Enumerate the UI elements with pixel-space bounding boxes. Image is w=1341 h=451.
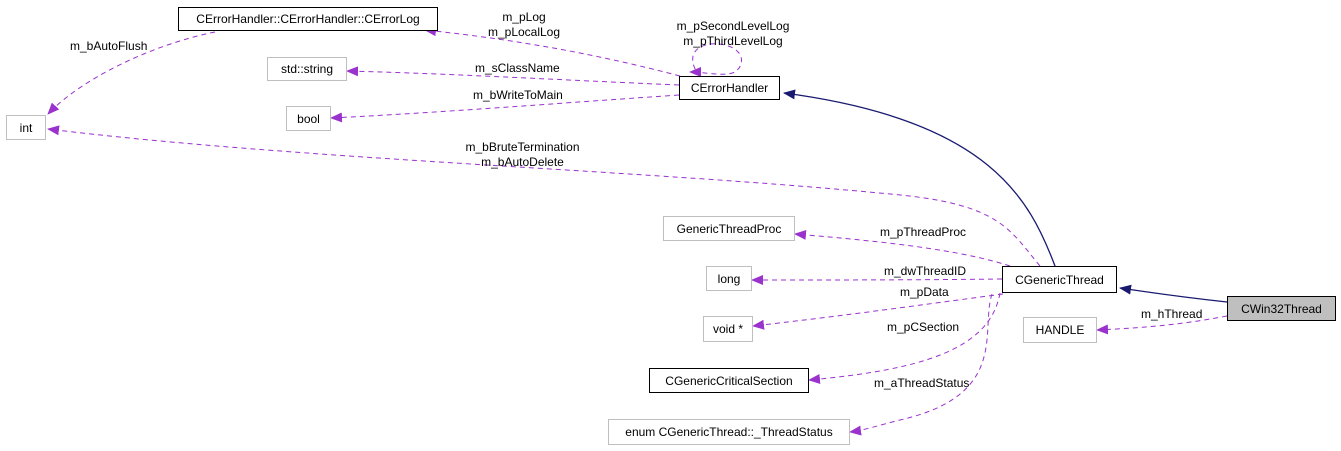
node-cerrorlog[interactable]: CErrorHandler::CErrorHandler::CErrorLog xyxy=(178,7,438,31)
edge-csection xyxy=(808,292,1001,384)
edge-hthread xyxy=(1096,315,1228,335)
label-brute: m_bBruteTermination m_bAutoDelete xyxy=(455,140,590,170)
edge-autoflush xyxy=(47,31,216,115)
edge-inherit-cgenericthread-cerrorhandler xyxy=(783,89,1056,267)
label-threadid: m_dwThreadID xyxy=(884,264,967,278)
node-handle[interactable]: HANDLE xyxy=(1023,317,1097,343)
edge-classname xyxy=(346,66,680,86)
edge-pdata xyxy=(752,293,1004,330)
edge-inherit-cwin32thread-cgenericthread xyxy=(1119,284,1228,303)
edge-brute xyxy=(47,125,1041,267)
node-std-string[interactable]: std::string xyxy=(267,57,347,81)
node-cgenericthread[interactable]: CGenericThread xyxy=(1002,266,1117,293)
node-bool[interactable]: bool xyxy=(286,106,331,131)
edge-writetomain xyxy=(330,94,680,123)
node-cerrorhandler[interactable]: CErrorHandler xyxy=(679,76,780,100)
label-classname: m_sClassName xyxy=(475,61,560,75)
label-threadstatus: m_aThreadStatus xyxy=(874,376,970,390)
edge-selfloop xyxy=(689,43,743,78)
label-selfloop-line1: m_pSecondLevelLog xyxy=(676,19,790,33)
label-plog-line2: m_pLocalLog xyxy=(487,25,561,39)
node-long[interactable]: long xyxy=(706,266,752,291)
label-plog: m_pLog m_pLocalLog xyxy=(484,10,564,40)
node-int[interactable]: int xyxy=(6,115,46,140)
label-plog-line1: m_pLog xyxy=(502,10,546,24)
label-threadproc: m_pThreadProc xyxy=(880,225,967,239)
label-selfloop-line2: m_pThirdLevelLog xyxy=(683,34,783,48)
label-csection: m_pCSection xyxy=(887,320,960,334)
node-threadstatus-enum[interactable]: enum CGenericThread::_ThreadStatus xyxy=(608,419,850,445)
edge-threadproc xyxy=(794,229,1011,267)
label-autoflush: m_bAutoFlush xyxy=(70,39,148,53)
edge-threadid xyxy=(751,274,1003,285)
edge-plog xyxy=(424,26,681,77)
node-cwin32thread[interactable]: CWin32Thread xyxy=(1227,296,1336,321)
label-writetomain: m_bWriteToMain xyxy=(473,88,563,102)
node-cgenericcriticalsection[interactable]: CGenericCriticalSection xyxy=(649,368,809,393)
label-pdata: m_pData xyxy=(900,285,949,299)
node-void-pointer[interactable]: void * xyxy=(703,316,753,342)
label-brute-line1: m_bBruteTermination xyxy=(465,140,580,154)
label-selfloop: m_pSecondLevelLog m_pThirdLevelLog xyxy=(668,19,798,49)
edge-threadstatus xyxy=(849,293,993,436)
node-genericthreadproc[interactable]: GenericThreadProc xyxy=(663,216,795,241)
label-hthread: m_hThread xyxy=(1141,307,1203,321)
label-brute-line2: m_bAutoDelete xyxy=(481,155,564,169)
